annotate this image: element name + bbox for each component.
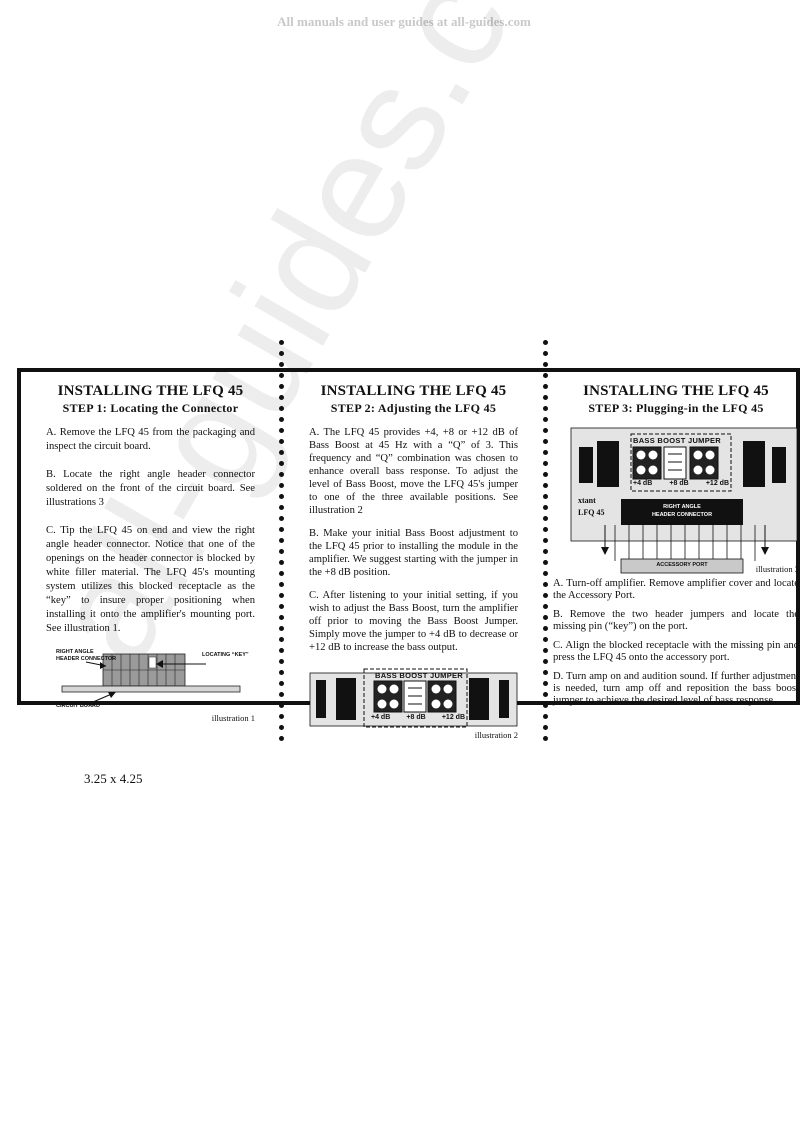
site-header: All manuals and user guides at all-guide… (277, 14, 531, 29)
panel-step-3: INSTALLING THE LFQ 45 STEP 3: Plugging-i… (553, 383, 799, 707)
paragraph: D. Turn amp on and audition sound. If fu… (553, 671, 799, 706)
panel-subtitle: STEP 2: Adjusting the LFQ 45 (330, 401, 497, 415)
paragraph: B. Make your initial Bass Boost adjustme… (309, 528, 518, 578)
callout-key: LOCATING “KEY” (202, 652, 249, 658)
paragraph: B. Locate the right angle header connect… (46, 469, 255, 508)
panel-title: INSTALLING THE LFQ 45 (320, 383, 507, 399)
illustration-label: illustration 3 (755, 564, 799, 574)
illustration-3: BASS BOOST JUMPER +4 dB +8 dB +12 dB xta… (553, 427, 799, 575)
illustration-1: RIGHT ANGLE HEADER CONNECTOR LOCATING “K… (46, 649, 255, 725)
paragraph: B. Remove the two header jumpers and loc… (553, 609, 799, 632)
panel-title: INSTALLING THE LFQ 45 (583, 383, 769, 399)
position-plus-8: +8 dB (406, 714, 426, 721)
callout-header-2: HEADER CONNECTOR (56, 656, 117, 662)
model-label: LFQ 45 (578, 508, 605, 517)
illustration-label: illustration 2 (474, 730, 518, 740)
header-connector-diagram (61, 653, 241, 706)
callout-header-1: RIGHT ANGLE (56, 649, 94, 655)
position-plus-8: +8 dB (669, 480, 689, 487)
fold-line-left (279, 340, 285, 747)
connector-label-2: HEADER CONNECTOR (651, 512, 713, 518)
accessory-port-label: ACCESSORY PORT (656, 562, 708, 568)
illustration-label: illustration 1 (211, 713, 255, 723)
illustration-2: BASS BOOST JUMPER +4 dB +8 dB +12 dB ill… (309, 668, 518, 742)
bass-boost-board-diagram (309, 668, 518, 728)
jumper-label: BASS BOOST JUMPER (633, 436, 722, 445)
paragraph: A. Turn-off amplifier. Remove amplifier … (553, 578, 799, 601)
panel-title: INSTALLING THE LFQ 45 (57, 383, 244, 399)
panel-subtitle: STEP 3: Plugging-in the LFQ 45 (588, 401, 764, 415)
position-plus-4: +4 dB (371, 714, 391, 721)
paragraph: A. Remove the LFQ 45 from the packaging … (46, 427, 255, 452)
connector-label-1: RIGHT ANGLE (663, 504, 701, 510)
panel-subtitle: STEP 1: Locating the Connector (62, 401, 239, 415)
accessory-port-diagram (570, 427, 798, 574)
position-plus-4: +4 dB (633, 480, 653, 487)
fold-line-right (543, 340, 549, 747)
card-size-label: 3.25 x 4.25 (84, 771, 143, 786)
position-plus-12: +12 dB (705, 480, 729, 487)
panel-step-1: INSTALLING THE LFQ 45 STEP 1: Locating t… (46, 383, 255, 725)
jumper-label: BASS BOOST JUMPER (375, 671, 464, 680)
brand-label: xtant (578, 496, 596, 505)
paragraph: A. The LFQ 45 provides +4, +8 or +12 dB … (309, 427, 518, 516)
panel-step-2: INSTALLING THE LFQ 45 STEP 2: Adjusting … (309, 383, 518, 742)
paragraph: C. After listening to your initial setti… (309, 590, 518, 653)
position-plus-12: +12 dB (441, 714, 465, 721)
paragraph: C. Align the blocked receptacle with the… (553, 640, 799, 663)
paragraph: C. Tip the LFQ 45 on end and view the ri… (46, 525, 255, 634)
callout-board: CIRCUIT BOARD (56, 703, 100, 709)
